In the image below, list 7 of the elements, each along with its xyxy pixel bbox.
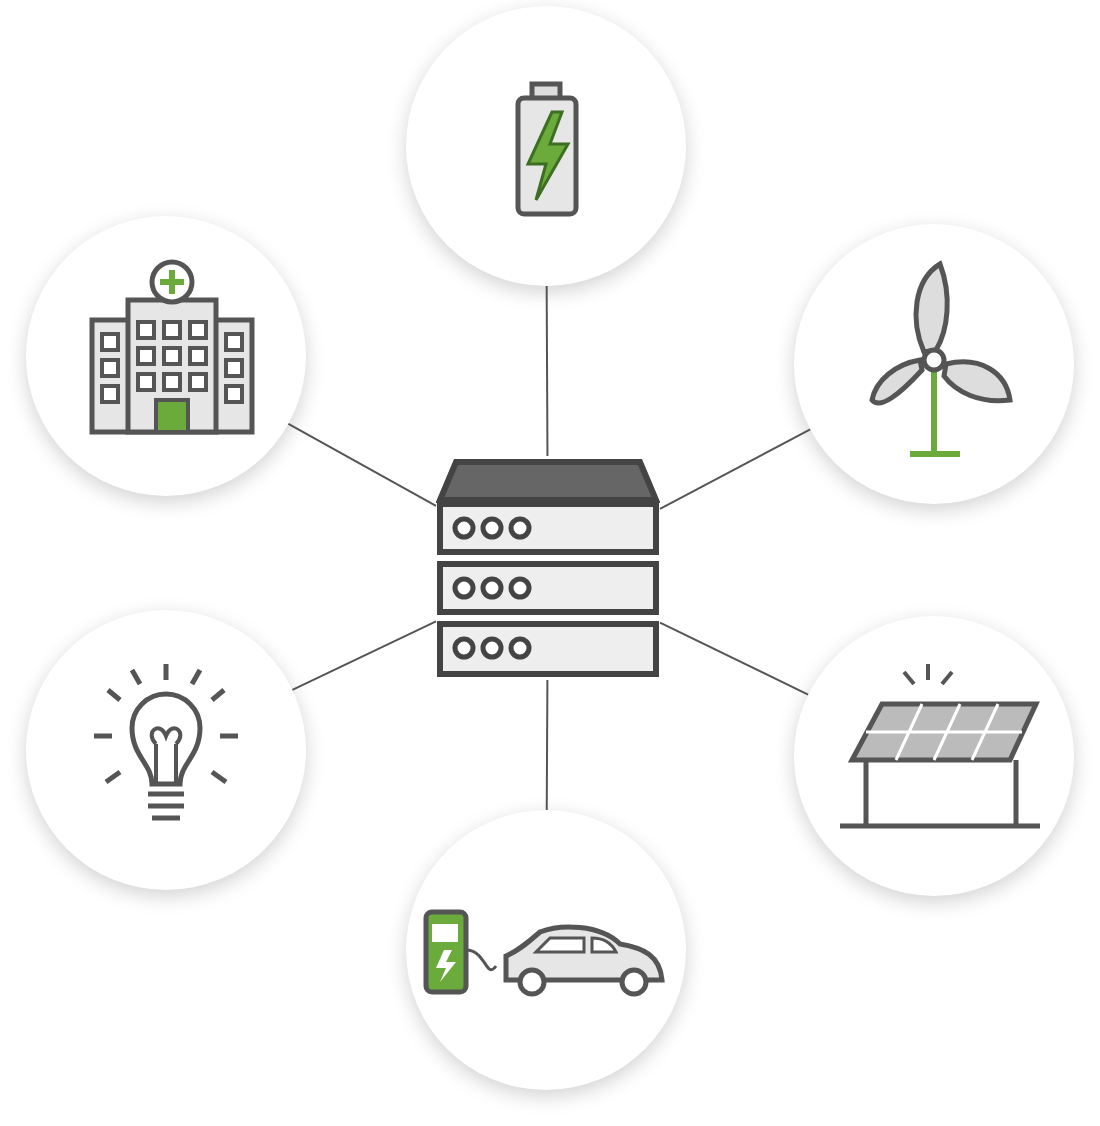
connector-line xyxy=(287,422,437,507)
connector-line xyxy=(659,621,810,696)
connector-line xyxy=(545,679,549,811)
connector-line xyxy=(291,620,437,691)
server-drawing xyxy=(436,456,660,680)
connector-line xyxy=(545,285,549,457)
connector-line xyxy=(659,428,812,510)
